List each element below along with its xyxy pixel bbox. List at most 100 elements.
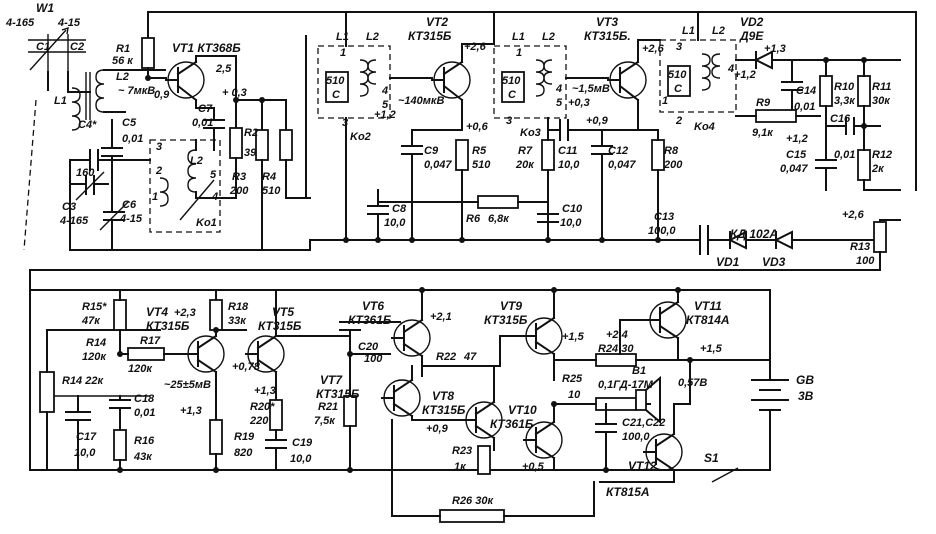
label-r3: R3	[232, 171, 246, 183]
antenna-link	[23, 99, 37, 251]
label-c4: C4*	[78, 119, 97, 131]
label-r17-val: 120к	[128, 363, 153, 375]
label-c16-val: 0,01	[834, 149, 855, 161]
label-b1: B1	[632, 365, 646, 377]
label-ko1-pin3: 3	[156, 141, 162, 153]
label-ko1-pin5: 5	[210, 169, 217, 181]
label-vt7-type: КТ315Б	[316, 387, 360, 401]
capacitor-c16	[825, 117, 865, 135]
label-r5: R5	[472, 145, 487, 157]
switch-s1[interactable]	[711, 467, 771, 483]
label-vt4-v: +2,3	[174, 307, 196, 319]
speaker-b1	[635, 375, 661, 425]
label-c14-val: 0,01	[794, 101, 815, 113]
label-ko4-pin1: 1	[662, 95, 668, 107]
label-c5: C5	[122, 117, 137, 129]
label-gb: GB	[796, 373, 814, 387]
label-vd3: VD3	[762, 255, 786, 269]
label-v09: +0,9	[586, 115, 609, 127]
transistor-vt9	[523, 289, 563, 381]
resistor-r9	[755, 109, 797, 123]
label-ko2-l1: L1	[336, 31, 349, 43]
label-v13: +1,3	[764, 43, 786, 55]
capacitor-c12	[591, 129, 613, 241]
label-v26b: +2,6	[642, 43, 665, 55]
wire-vt1-emitter	[195, 107, 215, 121]
label-v13c: +1,3	[254, 385, 276, 397]
label-ko4-l1: L1	[682, 25, 695, 37]
capacitor-c7	[203, 119, 225, 151]
label-r1: R1	[116, 43, 130, 55]
wire-l2-to-vt1	[103, 69, 166, 113]
resistor-r12	[857, 149, 871, 181]
label-c10-val: 10,0	[560, 217, 582, 229]
resistor-r25	[595, 397, 637, 411]
diode-vd2	[735, 50, 801, 70]
transistor-vt8	[463, 365, 503, 451]
label-r5-val: 510	[472, 159, 491, 171]
label-r19-val: 820	[234, 447, 253, 459]
label-r18-val: 33к	[228, 315, 247, 327]
label-vt4-type: КТ315Б	[146, 319, 190, 333]
label-ko2-pin1: 1	[340, 47, 346, 59]
resistor-r2	[229, 127, 243, 159]
label-vt5-type: КТ315Б	[258, 319, 302, 333]
label-r23: R23	[452, 445, 472, 457]
label-vt7: VT7	[320, 373, 343, 387]
wire-af-top	[29, 269, 771, 311]
label-gb-val: 3В	[798, 389, 814, 403]
wire-r-bottom	[235, 157, 311, 199]
label-vt1-v03: + 0,3	[222, 87, 247, 99]
capacitor-c6-variable	[99, 199, 129, 251]
resistor-r5	[455, 139, 469, 171]
label-ko4-pin3: 3	[676, 41, 682, 53]
resistor-r15	[113, 299, 127, 331]
capacitor-c10	[537, 201, 559, 223]
label-ko3-l2: L2	[542, 31, 555, 43]
label-1-5mv: ~1,5мВ	[572, 83, 610, 95]
capacitor-c21-c22	[595, 403, 617, 471]
label-c12-val: 0,047	[608, 159, 636, 171]
potentiometer-r14	[39, 371, 55, 413]
capacitor-c20	[339, 321, 401, 341]
wire-ko1-right	[195, 139, 237, 199]
label-vt12-type: КТ815А	[606, 485, 650, 499]
resistor-r6	[477, 195, 519, 209]
capacitor-c14	[781, 59, 803, 117]
label-r14b: R14 22к	[62, 375, 104, 387]
label-r6: R6	[466, 213, 481, 225]
label-r14-val: 120к	[82, 351, 107, 363]
transistor-vt10	[523, 403, 563, 471]
label-r22-val: 47	[463, 351, 477, 363]
resistor-r1	[141, 37, 155, 69]
capacitor-c17	[65, 395, 91, 471]
label-r4: R4	[262, 171, 276, 183]
label-c7: C7	[198, 103, 213, 115]
label-ko4-cap: 510	[668, 69, 687, 81]
junction-dots	[117, 57, 867, 473]
label-r9: R9	[756, 97, 771, 109]
label-r16-val: 43к	[133, 451, 153, 463]
label-r11-val: 30к	[872, 95, 891, 107]
label-v057: 0,57В	[678, 377, 707, 389]
label-l2: L2	[116, 71, 129, 83]
label-vt1-vc: 2,5	[215, 63, 232, 75]
label-ko1: Ko1	[196, 217, 217, 229]
label-r21: R21	[318, 401, 338, 413]
resistor-r10	[819, 75, 833, 107]
label-vd1: VD1	[716, 255, 740, 269]
label-ko2: Ko2	[350, 131, 371, 143]
label-r14: R14	[86, 337, 106, 349]
coil-module-ko3	[493, 45, 567, 119]
label-r4-val: 510	[262, 185, 281, 197]
label-c2-range: 4-15	[57, 17, 81, 29]
label-vd2-type: Д9Е	[739, 29, 764, 43]
label-c18-val: 0,01	[134, 407, 155, 419]
coil-module-ko1	[149, 139, 221, 233]
label-c17: C17	[76, 431, 97, 443]
label-r2-val: 39	[244, 147, 257, 159]
label-r25: R25	[562, 373, 583, 385]
label-ko3-pin1: 1	[516, 47, 522, 59]
capacitor-c18	[109, 395, 131, 431]
